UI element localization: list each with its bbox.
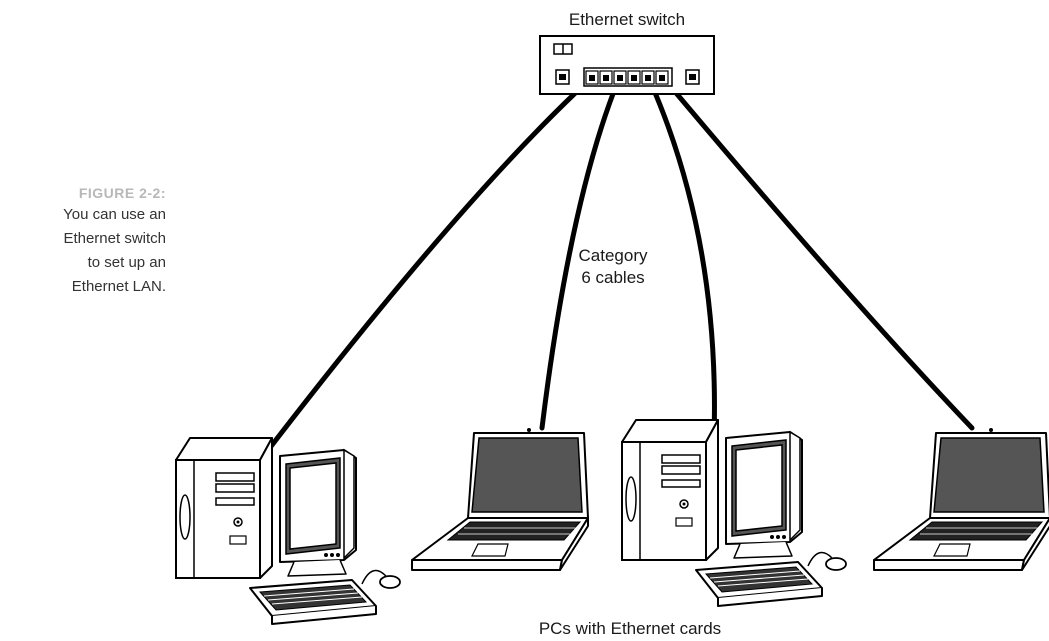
ethernet-switch-icon [539, 35, 715, 95]
figure-label: FIGURE 2-2: [78, 185, 166, 201]
switch-label: Ethernet switch [568, 10, 686, 29]
desktop-pc-icon [621, 419, 847, 607]
cables-label: Category 6 cables [578, 246, 648, 287]
pcs-label: PCs with Ethernet cards [538, 619, 722, 638]
laptop-icon [411, 427, 589, 571]
desktop-pc-icon [175, 437, 401, 625]
laptop-icon [873, 427, 1049, 571]
cable-icon [259, 78, 975, 461]
figure-caption: FIGURE 2-2: You can use an Ethernet swit… [0, 183, 166, 299]
figure-caption-text: You can use an Ethernet switch to set up… [63, 206, 166, 295]
